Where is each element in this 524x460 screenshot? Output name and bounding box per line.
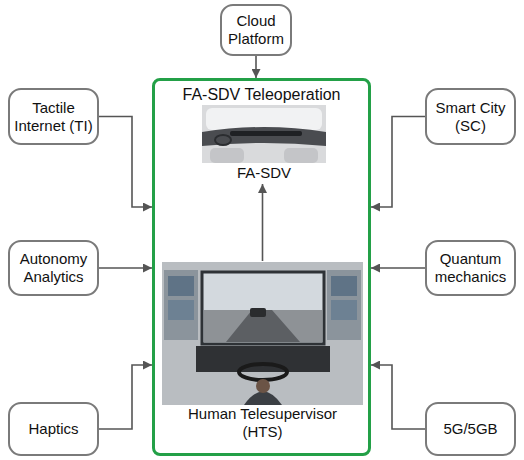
process-box: Smart City (SC) xyxy=(425,88,516,145)
process-box: Quantum mechanics xyxy=(425,240,516,296)
steering-wheel xyxy=(239,364,287,380)
arrow-connector xyxy=(371,267,425,269)
node-label: Cloud Platform xyxy=(226,12,286,48)
steering-wheel xyxy=(215,135,231,145)
node-label: 5G/5GB xyxy=(443,420,497,438)
process-box: Haptics xyxy=(8,402,99,456)
dashboard xyxy=(202,127,326,146)
node-label: FA-SDV xyxy=(235,164,293,182)
arrow-connector xyxy=(99,365,152,429)
process-box: Autonomy Analytics xyxy=(8,240,99,296)
person xyxy=(244,392,282,406)
main-screen xyxy=(202,272,324,344)
car-interior-photo xyxy=(202,105,326,163)
process-box: Cloud Platform xyxy=(220,4,292,56)
arrow-connector xyxy=(255,56,257,78)
side-panel xyxy=(164,270,198,340)
node-label: Haptics xyxy=(28,420,78,438)
process-box: Tactile Internet (TI) xyxy=(8,88,99,145)
picture-node: Human Telesupervisor (HTS) xyxy=(160,261,365,443)
person-head xyxy=(256,379,270,393)
node-label: Smart City (SC) xyxy=(431,99,510,135)
seat xyxy=(210,148,244,163)
side-monitor xyxy=(331,300,357,320)
side-panel xyxy=(327,270,361,340)
photo-ground xyxy=(162,262,363,405)
arrow-connector xyxy=(371,365,425,429)
process-box: 5G/5GB xyxy=(425,402,516,456)
node-label: Quantum mechanics xyxy=(431,250,510,286)
windscreen xyxy=(206,108,322,130)
node-label: Autonomy Analytics xyxy=(14,250,93,286)
side-monitor xyxy=(168,300,194,320)
arrow-connector xyxy=(99,117,152,208)
seat xyxy=(284,148,318,163)
node-label: Human Telesupervisor (HTS) xyxy=(173,405,352,441)
group-heading: FA-SDV Teleoperation xyxy=(182,85,340,104)
picture-node: FA-SDV xyxy=(200,104,328,184)
side-monitor xyxy=(168,276,194,296)
teleoperation-station-photo xyxy=(162,262,363,405)
arrow-connector xyxy=(99,267,152,269)
arrow-connector xyxy=(371,117,425,208)
arrow-connector xyxy=(262,184,264,261)
photo-ground xyxy=(202,105,326,163)
dash-screen xyxy=(230,131,302,136)
node-label: Tactile Internet (TI) xyxy=(14,99,93,135)
side-monitor xyxy=(331,276,357,296)
car-on-screen xyxy=(250,308,266,317)
desk xyxy=(196,346,330,372)
group-box: FA-SDV TeleoperationFA-SDV Human Telesupe… xyxy=(152,78,371,456)
